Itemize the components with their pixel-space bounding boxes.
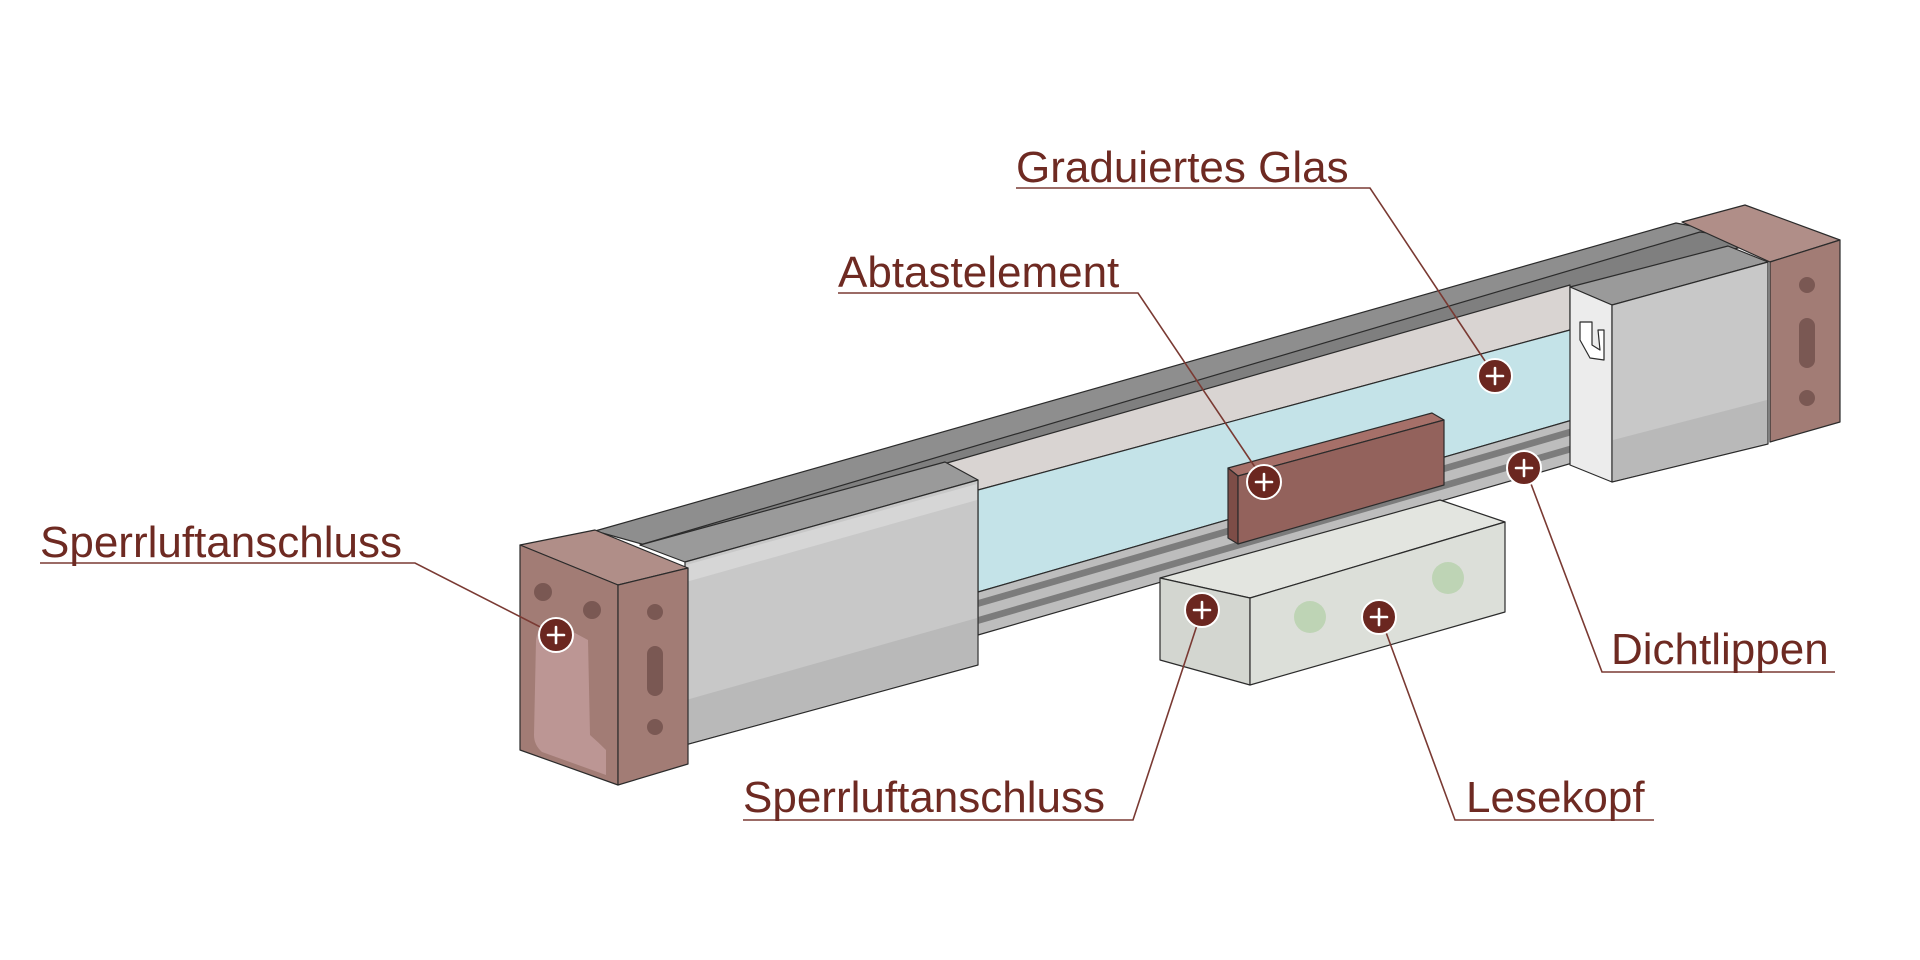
end-cap-right-hole-2 bbox=[1799, 390, 1815, 406]
leader-sperrluftanschluss-left bbox=[40, 562, 557, 636]
hotspot-dichtlippen[interactable] bbox=[1506, 450, 1542, 486]
end-cap-right-hole-1 bbox=[1799, 277, 1815, 293]
label-graduiertes-glas: Graduiertes Glas bbox=[1016, 143, 1349, 192]
scanning-element-side bbox=[1227, 467, 1239, 545]
right-housing-shade bbox=[1613, 400, 1767, 481]
end-cap-left-hole-2 bbox=[583, 601, 601, 619]
leader-dichtlippen bbox=[1524, 467, 1835, 673]
leader-lines bbox=[40, 187, 1835, 821]
left-housing-highlight bbox=[686, 484, 977, 582]
end-cap-right bbox=[1681, 204, 1841, 443]
hotspot-lesekopf[interactable] bbox=[1361, 599, 1397, 635]
end-cap-left-slot bbox=[647, 646, 663, 696]
end-cap-left-hole-4 bbox=[647, 719, 663, 735]
hotspots bbox=[538, 358, 1542, 653]
leader-lesekopf bbox=[1379, 615, 1654, 821]
label-sperrluftanschluss-left: Sperrluftanschluss bbox=[40, 518, 402, 567]
reading-head-marker-1 bbox=[1294, 601, 1326, 633]
hotspot-graduiertes-glas[interactable] bbox=[1477, 358, 1513, 394]
scanning-element bbox=[1227, 412, 1445, 545]
end-cap-left-hole-3 bbox=[647, 604, 663, 620]
seal-lip-notch bbox=[1579, 321, 1605, 361]
end-cap-left-hole-1 bbox=[534, 583, 552, 601]
scanning-element-front bbox=[1237, 419, 1445, 545]
end-cap-left bbox=[519, 529, 689, 786]
leader-sperrluftanschluss-bottom bbox=[743, 609, 1203, 821]
callout-labels: Graduiertes Glas Abtastelement Sperrluft… bbox=[40, 143, 1829, 822]
label-abtastelement: Abtastelement bbox=[838, 248, 1119, 297]
leader-abtastelement bbox=[838, 292, 1266, 483]
hotspot-sperrluftanschluss-bottom[interactable] bbox=[1184, 592, 1220, 628]
reading-head-marker-2 bbox=[1432, 562, 1464, 594]
right-housing-inner bbox=[1569, 286, 1613, 483]
housing bbox=[594, 222, 1769, 746]
end-cap-left-highlight bbox=[534, 622, 606, 775]
label-sperrluftanschluss-bottom: Sperrluftanschluss bbox=[743, 773, 1105, 822]
hotspot-abtastelement[interactable] bbox=[1246, 464, 1282, 500]
left-housing-shade bbox=[686, 618, 977, 744]
hotspot-sperrluftanschluss-left[interactable] bbox=[538, 617, 574, 653]
leader-graduiertes-glas bbox=[1016, 187, 1496, 377]
label-lesekopf: Lesekopf bbox=[1466, 773, 1645, 822]
end-cap-right-slot bbox=[1799, 318, 1815, 368]
label-dichtlippen: Dichtlippen bbox=[1611, 625, 1829, 674]
